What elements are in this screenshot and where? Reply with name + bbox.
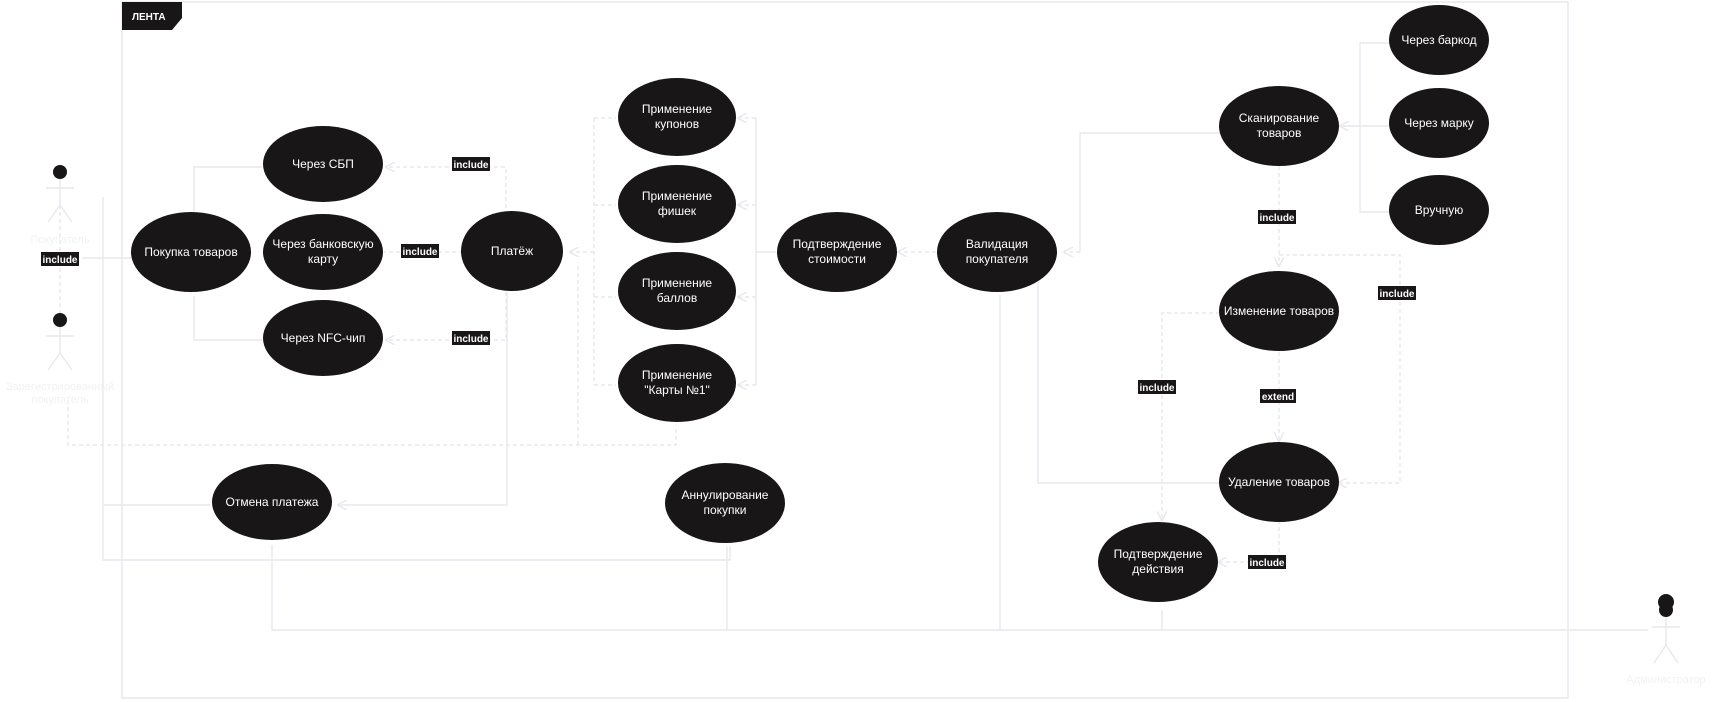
usecase-annul-purchase[interactable]: Аннулирование покупки bbox=[665, 463, 785, 543]
usecase-coupons-label-1: Применение bbox=[642, 102, 713, 116]
usecase-chips[interactable]: Применение фишек bbox=[618, 165, 736, 243]
actor-head-icon bbox=[53, 313, 67, 327]
usecase-coupons-label-2: купонов bbox=[655, 117, 699, 131]
include-tag-delete: include bbox=[1378, 286, 1416, 300]
usecase-card1-label-2: "Карты №1" bbox=[644, 383, 710, 397]
actor-registered-label-2: покупатель bbox=[31, 394, 88, 406]
usecase-barcode-label: Через баркод bbox=[1401, 33, 1476, 47]
usecase-cancel-payment-label: Отмена платежа bbox=[226, 495, 319, 509]
usecase-validate-buyer-label-2: покупателя bbox=[966, 252, 1029, 266]
usecase-scan[interactable]: Сканирование товаров bbox=[1219, 86, 1339, 166]
usecase-confirm-action-label-2: действия bbox=[1132, 562, 1183, 576]
usecase-chips-label-1: Применение bbox=[642, 189, 713, 203]
usecase-points[interactable]: Применение баллов bbox=[618, 252, 736, 330]
actor-head-shadow-icon bbox=[1659, 603, 1673, 617]
include-tag-confirm-action: include bbox=[1248, 555, 1286, 569]
svg-text:include: include bbox=[402, 247, 437, 258]
usecase-cancel-payment[interactable]: Отмена платежа bbox=[212, 464, 332, 540]
usecase-bank-card-label-2: карту bbox=[308, 252, 338, 266]
usecase-card1[interactable]: Применение "Карты №1" bbox=[618, 344, 736, 422]
system-boundary bbox=[121, 1, 1569, 699]
svg-text:include: include bbox=[1259, 213, 1294, 224]
svg-text:include: include bbox=[1139, 383, 1174, 394]
usecase-annul-purchase-label-1: Аннулирование bbox=[682, 488, 769, 502]
usecase-coupons[interactable]: Применение купонов bbox=[618, 78, 736, 156]
actor-head-icon bbox=[53, 165, 67, 179]
usecase-confirm-cost[interactable]: Подтверждение стоимости bbox=[777, 212, 897, 292]
usecase-nfc-label: Через NFC-чип bbox=[281, 331, 366, 345]
usecase-sbp-label: Через СБП bbox=[292, 157, 354, 171]
frame-title: ЛЕНТА bbox=[132, 12, 166, 23]
usecase-purchase-label: Покупка товаров bbox=[144, 245, 237, 259]
usecase-points-label-2: баллов bbox=[657, 291, 697, 305]
usecase-nfc[interactable]: Через NFC-чип bbox=[263, 300, 383, 376]
svg-text:include: include bbox=[453, 334, 488, 345]
usecase-stamp[interactable]: Через марку bbox=[1389, 88, 1489, 158]
actor-buyer: Покупатель bbox=[30, 165, 90, 246]
usecase-payment[interactable]: Платёж bbox=[461, 211, 563, 291]
actor-registered-buyer: Зарегистрированный покупатель bbox=[6, 313, 114, 406]
usecase-confirm-cost-label-2: стоимости bbox=[808, 252, 866, 266]
usecase-scan-label-1: Сканирование bbox=[1239, 111, 1320, 125]
usecase-confirm-action[interactable]: Подтверждение действия bbox=[1098, 522, 1218, 602]
svg-text:extend: extend bbox=[1262, 392, 1294, 403]
include-tag-scan: include bbox=[1258, 210, 1296, 224]
usecase-manual-label: Вручную bbox=[1415, 203, 1463, 217]
usecase-confirm-action-label-1: Подтверждение bbox=[1114, 547, 1203, 561]
usecase-points-label-1: Применение bbox=[642, 276, 713, 290]
actor-admin-label: Администратор bbox=[1626, 674, 1705, 686]
svg-text:include: include bbox=[1379, 289, 1414, 300]
usecase-delete-goods-label: Удаление товаров bbox=[1228, 475, 1330, 489]
usecase-annul-purchase-label-2: покупки bbox=[703, 503, 746, 517]
usecase-chips-label-2: фишек bbox=[658, 204, 697, 218]
frame-tab bbox=[122, 2, 182, 30]
usecase-validate-buyer-label-1: Валидация bbox=[966, 237, 1028, 251]
usecase-barcode[interactable]: Через баркод bbox=[1389, 5, 1489, 75]
include-tag-nfc: include bbox=[452, 331, 490, 345]
usecase-scan-label-2: товаров bbox=[1257, 126, 1302, 140]
usecase-card1-label-1: Применение bbox=[642, 368, 713, 382]
usecase-edit-goods-label: Изменение товаров bbox=[1224, 304, 1334, 318]
usecase-bank-card-label-1: Через банковскую bbox=[272, 237, 373, 251]
usecase-payment-label: Платёж bbox=[491, 244, 533, 258]
usecase-purchase[interactable]: Покупка товаров bbox=[131, 212, 251, 292]
include-tag-buyer: include bbox=[41, 252, 79, 266]
connectors bbox=[59, 42, 1648, 631]
usecase-delete-goods[interactable]: Удаление товаров bbox=[1219, 442, 1339, 522]
usecase-validate-buyer[interactable]: Валидация покупателя bbox=[937, 212, 1057, 292]
include-tag-edit: include bbox=[1138, 380, 1176, 394]
include-tag-bank-card: include bbox=[401, 244, 439, 258]
actor-registered-label-1: Зарегистрированный bbox=[6, 381, 114, 393]
usecase-edit-goods[interactable]: Изменение товаров bbox=[1219, 271, 1339, 351]
svg-text:include: include bbox=[42, 255, 77, 266]
usecase-manual[interactable]: Вручную bbox=[1389, 175, 1489, 245]
extend-tag: extend bbox=[1260, 389, 1296, 403]
actor-admin: Администратор bbox=[1626, 594, 1706, 686]
usecase-confirm-cost-label-1: Подтверждение bbox=[793, 237, 882, 251]
include-tag-sbp: include bbox=[452, 157, 490, 171]
usecase-sbp[interactable]: Через СБП bbox=[263, 126, 383, 202]
usecase-stamp-label: Через марку bbox=[1404, 116, 1474, 130]
usecase-bank-card[interactable]: Через банковскую карту bbox=[263, 214, 383, 290]
actor-buyer-label: Покупатель bbox=[30, 234, 89, 246]
svg-text:include: include bbox=[453, 160, 488, 171]
svg-text:include: include bbox=[1249, 558, 1284, 569]
